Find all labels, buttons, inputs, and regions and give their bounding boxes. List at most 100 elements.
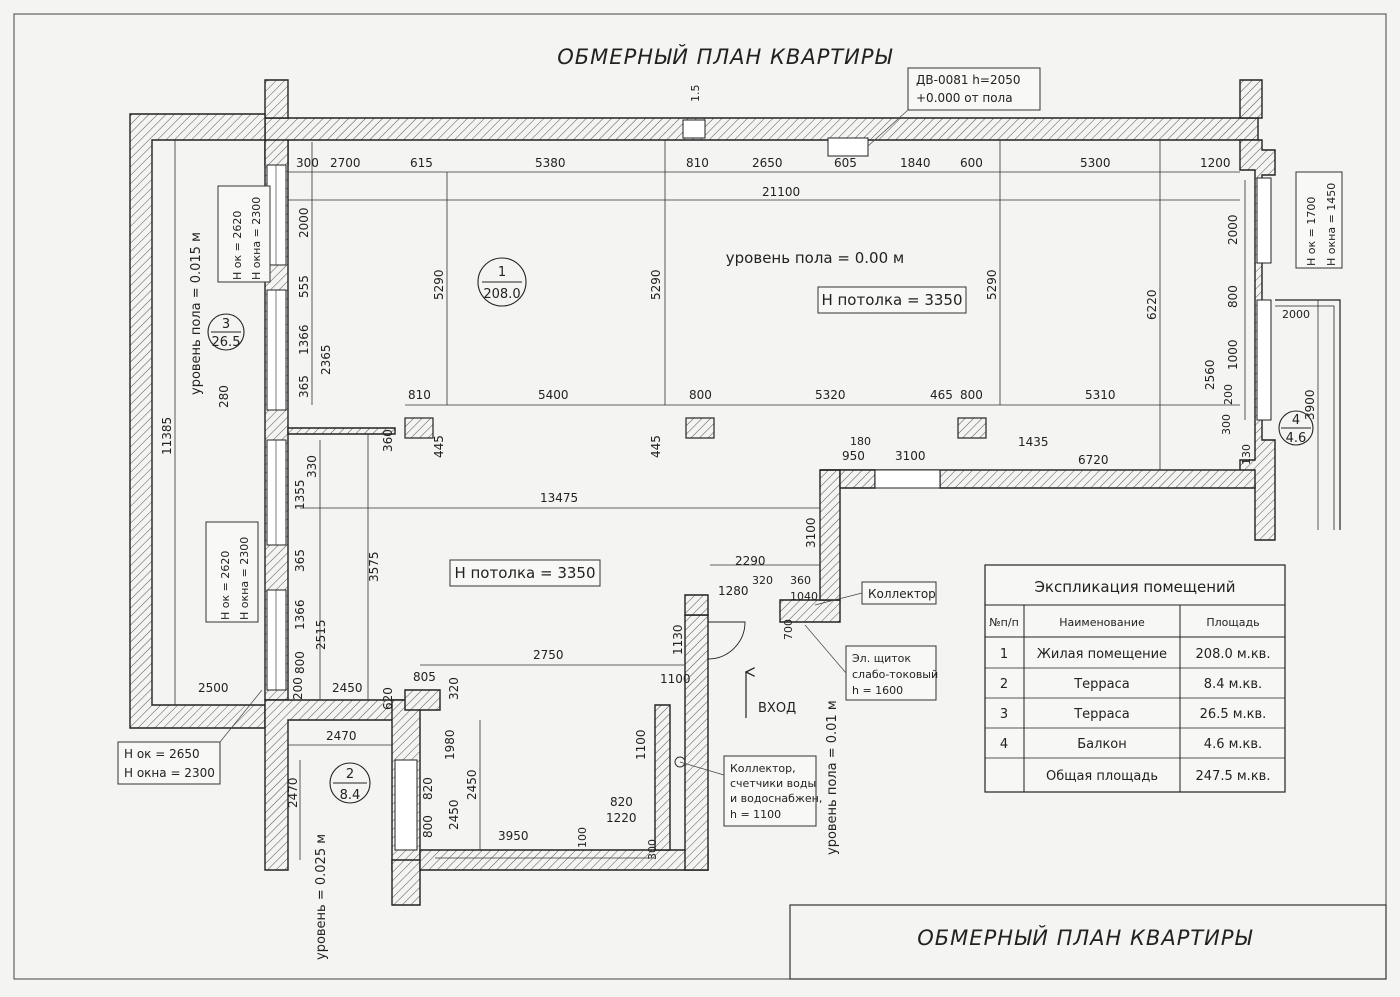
- dim: 5320: [815, 388, 846, 402]
- dim: 1000: [1226, 339, 1240, 370]
- room-marker-3: 3 26.5: [207, 313, 245, 351]
- terrace3-level-label: уровень пола = 0.015 м: [189, 232, 204, 395]
- window-note-line: Н окна = 2300: [250, 197, 263, 280]
- dim: 1840: [900, 156, 931, 170]
- sheet-frame: [13, 13, 1387, 980]
- dim: 130: [1240, 444, 1253, 465]
- dim: 2000: [297, 207, 311, 238]
- dim: 6220: [1145, 289, 1159, 320]
- dim: 320: [447, 677, 461, 700]
- dim: 5310: [1085, 388, 1116, 402]
- dim: 2560: [1203, 359, 1217, 390]
- table-cell: 8.4 м.кв.: [1204, 677, 1262, 692]
- explication-title: Экспликация помещений: [1034, 578, 1235, 596]
- dim: 810: [408, 388, 431, 402]
- page-title: ОБМЕРНЫЙ ПЛАН КВАРТИРЫ: [557, 44, 893, 69]
- window-note-left-mid: [205, 521, 259, 623]
- door-dv0081: [827, 137, 869, 157]
- dim: 2750: [533, 648, 564, 662]
- dimension-labels: 300 2700 615 5380 810 2650 605 1840 600 …: [160, 85, 1317, 861]
- meters-line2: счетчики воды: [730, 777, 816, 790]
- dim: 300: [1220, 414, 1233, 435]
- dim: 100: [576, 827, 589, 848]
- dim: 200: [1222, 384, 1235, 405]
- dim: 445: [432, 435, 446, 458]
- dim: 1366: [297, 324, 311, 355]
- dim: 950: [842, 449, 865, 463]
- table-cell: 26.5 м.кв.: [1200, 707, 1267, 722]
- terrace2-level-label: уровень = 0.025 м: [314, 834, 329, 960]
- table-cell: Терраса: [1073, 707, 1130, 722]
- dim: 2470: [326, 729, 357, 743]
- window-note-right: [1295, 171, 1343, 269]
- dim: 5290: [649, 269, 663, 300]
- ceiling-height-box-1: [817, 286, 967, 314]
- dim: 800: [293, 651, 307, 674]
- svg-text:1: 1: [498, 265, 506, 280]
- dim: 465: [930, 388, 953, 402]
- dim: 800: [960, 388, 983, 402]
- table-cell: Балкон: [1077, 737, 1127, 752]
- dim: 300: [296, 156, 319, 170]
- table-cell: 3: [1000, 707, 1008, 722]
- right-window-2: [1256, 299, 1272, 421]
- dim: 200: [291, 677, 305, 700]
- dim: 1355: [293, 479, 307, 510]
- dim: 1435: [1018, 435, 1049, 449]
- window-note-line: Н окна = 1450: [1325, 183, 1338, 266]
- dim: 1220: [606, 811, 637, 825]
- dim: 805: [413, 670, 436, 684]
- room-marker-1: 1 208.0: [477, 257, 527, 307]
- column-1: [404, 417, 434, 439]
- left-windows: [266, 164, 287, 691]
- svg-text:3: 3: [222, 317, 230, 332]
- dim: 2700: [330, 156, 361, 170]
- dim: 1130: [671, 624, 685, 655]
- meters-line3: и водоснабжен,: [730, 792, 822, 805]
- right-window-1: [1256, 177, 1272, 264]
- entry-door-swing: [707, 621, 746, 660]
- door-note-line1: ДВ-0081 h=2050: [916, 73, 1021, 87]
- dim: 3900: [1303, 389, 1317, 420]
- dim: 2470: [286, 777, 300, 808]
- room-marker-2: 2 8.4: [329, 762, 371, 804]
- dim: 600: [960, 156, 983, 170]
- dim: 615: [410, 156, 433, 170]
- svg-text:26.5: 26.5: [212, 335, 241, 350]
- window-note-left-top: [217, 185, 271, 283]
- dim: 300: [646, 839, 659, 860]
- walls: [129, 79, 1276, 906]
- dim: 2290: [735, 554, 766, 568]
- dim: 700: [782, 619, 795, 640]
- ceiling-height-box-2: [449, 559, 601, 587]
- window-note-line: Н ок = 2650: [124, 747, 200, 761]
- explication-table: Экспликация помещений №п/п Наименование …: [984, 564, 1286, 793]
- dim: 2000: [1226, 214, 1240, 245]
- floor-level-label: уровень пола = 0.00 м: [726, 249, 904, 267]
- window-note-line: Н ок = 2620: [219, 551, 232, 620]
- explication-header: Площадь: [1206, 616, 1259, 629]
- dim: 180: [850, 435, 871, 448]
- ceiling-height-1: Н потолка = 3350: [821, 291, 962, 309]
- dim: 1100: [634, 729, 648, 760]
- table-cell: Жилая помещение: [1037, 647, 1167, 662]
- dim: 6720: [1078, 453, 1109, 467]
- dim: 620: [381, 687, 395, 710]
- dim: 2515: [314, 619, 328, 650]
- panel-note-box: [845, 645, 937, 701]
- dim: 360: [381, 429, 395, 452]
- dim: 5290: [985, 269, 999, 300]
- svg-text:4: 4: [1292, 413, 1300, 428]
- dim: 1100: [660, 672, 691, 686]
- dim: 3100: [895, 449, 926, 463]
- dim: 820: [610, 795, 633, 809]
- dim: 800: [689, 388, 712, 402]
- dim: 13475: [540, 491, 578, 505]
- dim: 5400: [538, 388, 569, 402]
- panel-line3: h = 1600: [852, 684, 903, 697]
- balcony-outline: [1275, 299, 1341, 530]
- table-cell: 4: [1000, 737, 1008, 752]
- dim: 2450: [447, 799, 461, 830]
